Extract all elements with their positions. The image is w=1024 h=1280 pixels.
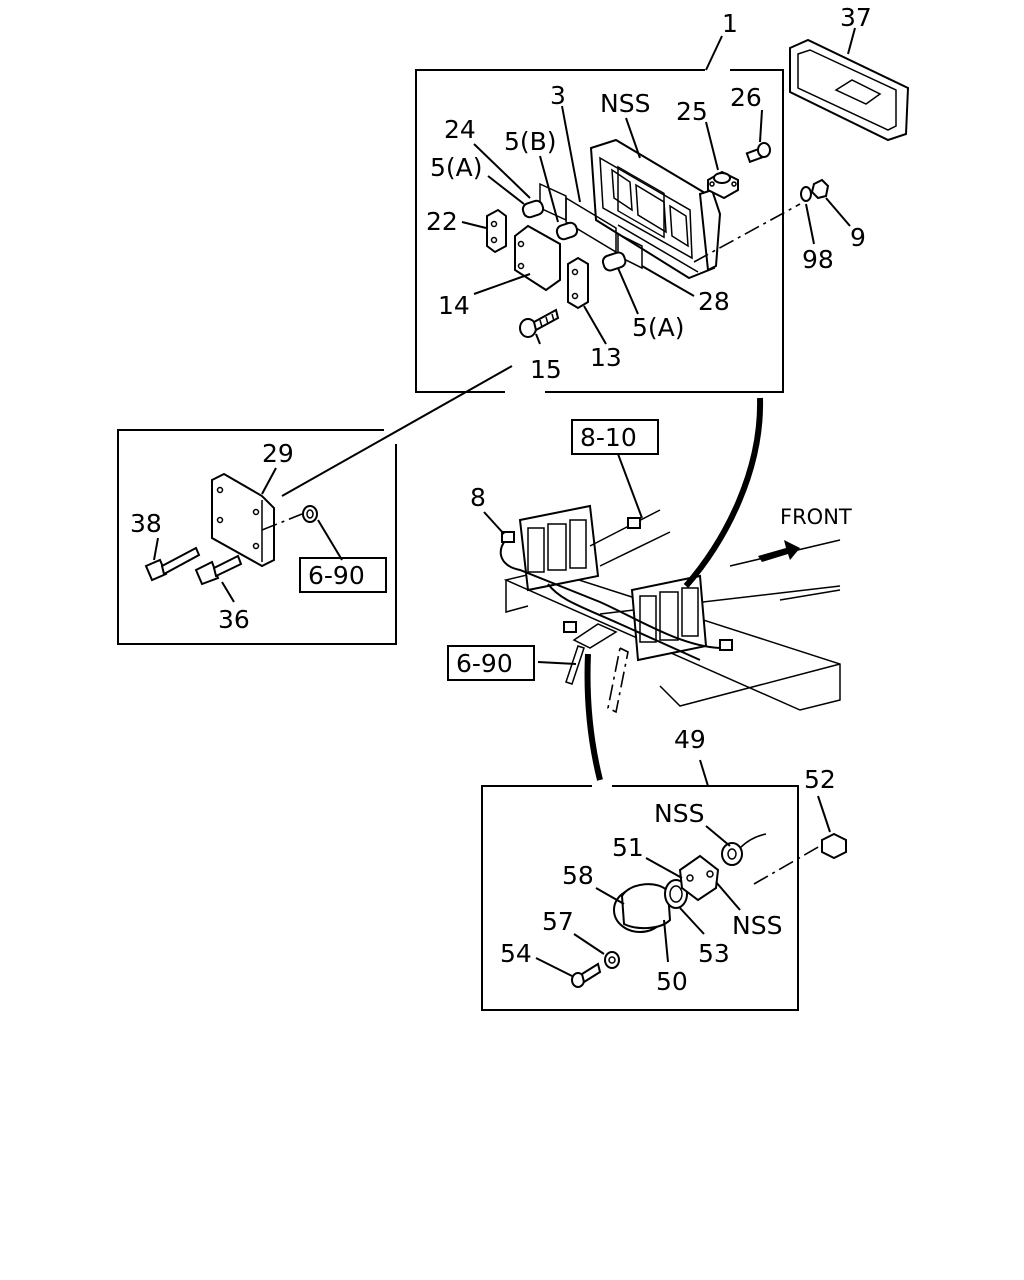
license-lamp-box	[481, 759, 799, 1011]
callout-25: 25	[676, 97, 708, 126]
callout-98: 98	[802, 245, 834, 274]
callout-5b: 5(B)	[504, 127, 557, 156]
callout-38: 38	[130, 509, 162, 538]
callout-1: 1	[722, 9, 738, 38]
callout-5a-top: 5(A)	[430, 153, 483, 182]
ref-8-10: 8-10	[580, 423, 637, 452]
callout-52: 52	[804, 765, 836, 794]
callout-57: 57	[542, 907, 574, 936]
front-arrow-icon	[758, 540, 800, 562]
callout-49: 49	[674, 725, 706, 754]
callout-58: 58	[562, 861, 594, 890]
callout-37: 37	[840, 3, 872, 32]
license-lamp-leaders	[535, 795, 831, 977]
ref-6-90-left: 6-90	[308, 561, 365, 590]
part-37-housing	[789, 27, 910, 142]
lamp-assembly-left	[518, 504, 600, 592]
callout-13: 13	[590, 343, 622, 372]
callout-53: 53	[698, 939, 730, 968]
callout-54: 54	[500, 939, 532, 968]
screw-15	[519, 308, 560, 338]
license-lamp-parts	[571, 832, 847, 988]
bolts-36-38	[144, 505, 343, 603]
bulbs-5	[521, 199, 627, 272]
ref-box-6-90-left	[299, 557, 387, 593]
callout-22: 22	[426, 207, 458, 236]
wire-harness-8	[483, 453, 733, 661]
callout-51: 51	[612, 833, 644, 862]
callout-15: 15	[530, 355, 562, 384]
callout-28: 28	[698, 287, 730, 316]
callout-29: 29	[262, 439, 294, 468]
callout-3: 3	[550, 81, 566, 110]
lamp-housing	[589, 138, 722, 280]
callout-14: 14	[438, 291, 470, 320]
callout-nss-bulb: NSS	[654, 799, 704, 828]
callout-50: 50	[656, 967, 688, 996]
ref-6-90-center: 6-90	[456, 649, 513, 678]
bracket-detail-box	[117, 429, 397, 645]
callout-9: 9	[850, 223, 866, 252]
ref-box-8-10	[571, 419, 659, 455]
callout-8: 8	[470, 483, 486, 512]
lamp-leaders	[461, 105, 851, 345]
lens-plates	[486, 208, 589, 310]
ref-box-6-90-center	[447, 645, 535, 681]
callout-24: 24	[444, 115, 476, 144]
callout-5a-bottom: 5(A)	[632, 313, 685, 342]
callout-nss-top: NSS	[600, 89, 650, 118]
callout-nss-socket: NSS	[732, 911, 782, 940]
bracket-6-90	[537, 623, 629, 714]
lamp-assembly-right	[630, 574, 708, 662]
lamp-detail-box	[415, 35, 784, 393]
lamp-fasteners	[707, 142, 830, 202]
callout-26: 26	[730, 83, 762, 112]
bracket-29	[211, 467, 277, 568]
front-label: FRONT	[780, 505, 852, 529]
callout-36: 36	[218, 605, 250, 634]
